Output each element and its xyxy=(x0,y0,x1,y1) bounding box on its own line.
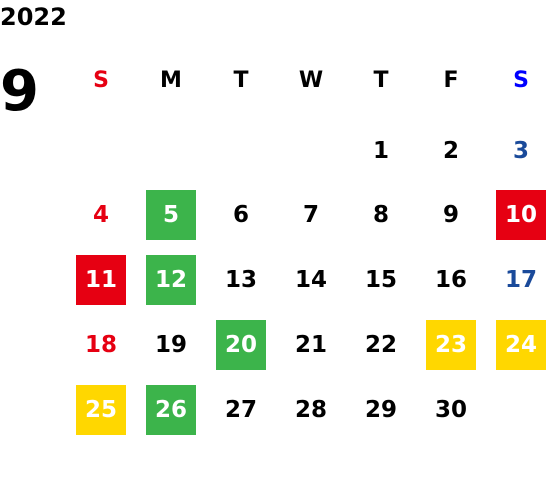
weekday-label: S xyxy=(513,68,529,93)
day-cell[interactable]: 3 xyxy=(512,138,529,164)
calendar-month: 9 xyxy=(0,59,39,124)
day-cell[interactable]: 5 xyxy=(146,190,196,240)
weekday-label: W xyxy=(298,68,324,93)
calendar-year: 2022 xyxy=(0,3,67,31)
day-cell[interactable]: 30 xyxy=(434,397,467,423)
day-cell[interactable]: 14 xyxy=(294,267,327,293)
day-cell[interactable]: 21 xyxy=(294,332,327,358)
day-cell[interactable]: 17 xyxy=(504,267,537,293)
day-cell[interactable]: 18 xyxy=(84,332,117,358)
weekday-label: T xyxy=(373,68,389,93)
weekday-label: S xyxy=(93,68,109,93)
day-cell[interactable]: 15 xyxy=(364,267,397,293)
day-cell[interactable]: 16 xyxy=(434,267,467,293)
day-cell[interactable]: 24 xyxy=(496,320,546,370)
day-cell[interactable]: 23 xyxy=(426,320,476,370)
day-cell[interactable]: 12 xyxy=(146,255,196,305)
day-cell[interactable]: 8 xyxy=(372,202,389,228)
day-cell[interactable]: 1 xyxy=(372,138,389,164)
day-cell[interactable]: 2 xyxy=(442,138,459,164)
day-cell[interactable]: 28 xyxy=(294,397,327,423)
weekday-label: F xyxy=(443,68,459,93)
day-cell[interactable]: 9 xyxy=(442,202,459,228)
day-cell[interactable]: 22 xyxy=(364,332,397,358)
day-cell[interactable]: 4 xyxy=(92,202,109,228)
day-cell[interactable]: 6 xyxy=(232,202,249,228)
day-cell[interactable]: 19 xyxy=(154,332,187,358)
day-cell[interactable]: 11 xyxy=(76,255,126,305)
day-cell[interactable]: 20 xyxy=(216,320,266,370)
day-cell[interactable]: 29 xyxy=(364,397,397,423)
day-cell[interactable]: 25 xyxy=(76,385,126,435)
day-cell[interactable]: 13 xyxy=(224,267,257,293)
day-cell[interactable]: 27 xyxy=(224,397,257,423)
weekday-label: M xyxy=(160,68,182,93)
day-cell[interactable]: 10 xyxy=(496,190,546,240)
day-cell[interactable]: 7 xyxy=(302,202,319,228)
day-cell[interactable]: 26 xyxy=(146,385,196,435)
weekday-label: T xyxy=(233,68,249,93)
